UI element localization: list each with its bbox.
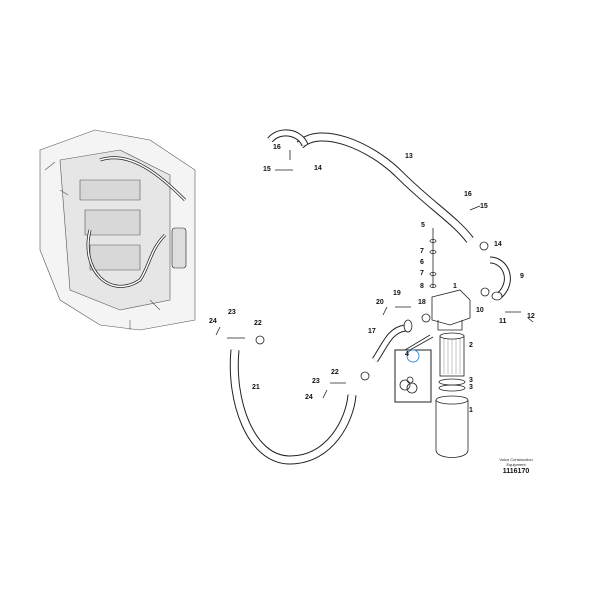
callout-23: 23 — [228, 309, 236, 316]
callout-16: 16 — [273, 144, 281, 151]
callout-3: 3 — [469, 384, 473, 391]
callout-9: 9 — [520, 273, 524, 280]
callout-24: 24 — [305, 394, 313, 401]
callout-23: 23 — [312, 378, 320, 385]
callout-7: 7 — [420, 248, 424, 255]
callout-20: 20 — [376, 299, 384, 306]
credit-line-2: Equipment — [506, 462, 526, 467]
callout-15: 15 — [263, 166, 271, 173]
credit-line-1: Volvo Construction — [499, 457, 533, 462]
pipe-17 — [372, 319, 413, 362]
callout-6: 6 — [420, 259, 424, 266]
filter-head — [431, 289, 471, 331]
callout-24: 24 — [209, 318, 217, 325]
seal-kit-box — [394, 334, 434, 403]
small-parts — [215, 150, 534, 399]
callout-12: 12 — [527, 313, 535, 320]
callout-2: 2 — [469, 342, 473, 349]
callout-10: 10 — [476, 307, 484, 314]
callout-19: 19 — [393, 290, 401, 297]
transmission-assembly — [39, 129, 196, 331]
callout-13: 13 — [405, 153, 413, 160]
callout-22: 22 — [331, 369, 339, 376]
callout-11: 11 — [499, 318, 507, 325]
callout-8: 8 — [420, 283, 424, 290]
document-number: 1116170 — [502, 468, 530, 475]
callout-7: 7 — [420, 270, 424, 277]
callout-14: 14 — [494, 241, 502, 248]
callout-16: 16 — [464, 191, 472, 198]
hose-21 — [229, 349, 357, 465]
callout-18: 18 — [418, 299, 426, 306]
callout-1: 1 — [469, 407, 473, 414]
pipe-9 — [489, 256, 511, 301]
callout-4: 4 — [405, 351, 409, 358]
callout-15: 15 — [480, 203, 488, 210]
callout-17: 17 — [368, 328, 376, 335]
callout-3: 3 — [469, 377, 473, 384]
hose-13 — [267, 129, 474, 243]
callout-1: 1 — [453, 283, 457, 290]
filter-bowl — [435, 395, 469, 458]
callout-22: 22 — [254, 320, 262, 327]
publisher-credit: Volvo Construction Equipment — [488, 457, 544, 467]
callout-21: 21 — [252, 384, 260, 391]
filter-element — [438, 332, 466, 392]
callout-5: 5 — [421, 222, 425, 229]
callout-14: 14 — [314, 165, 322, 172]
